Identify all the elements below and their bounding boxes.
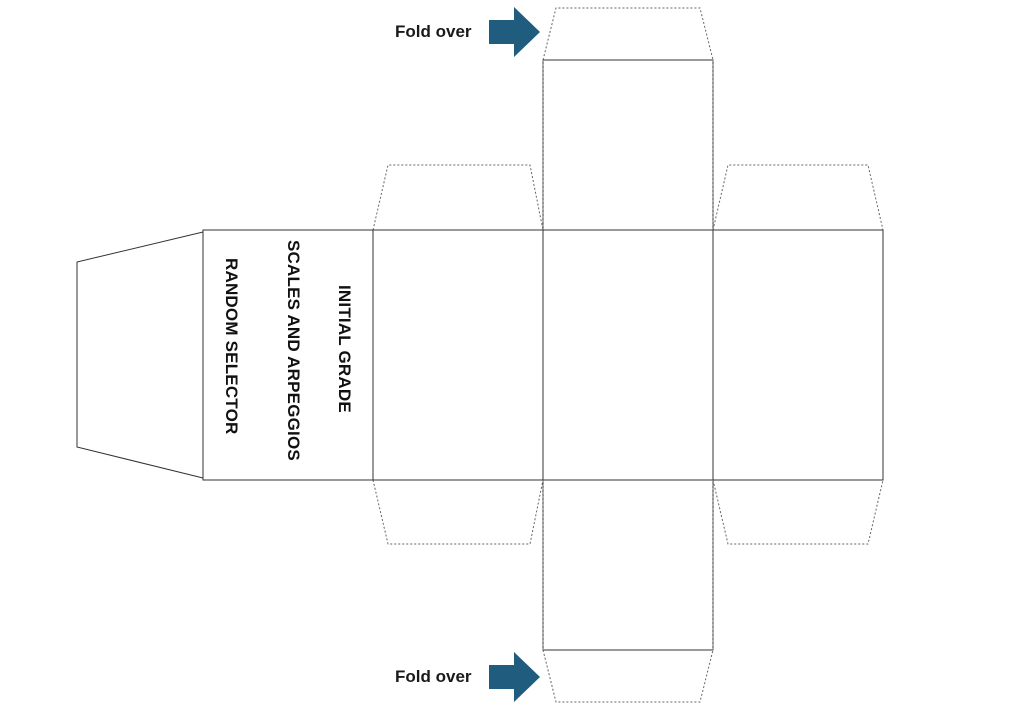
right-panel-bottom-flap xyxy=(712,479,884,545)
right-panel-top-flap xyxy=(712,164,884,231)
title-line-2: SCALES AND ARPEGGIOS xyxy=(284,240,303,461)
left-panel xyxy=(372,229,544,481)
right-arrow-icon xyxy=(489,652,540,702)
left-panel-top-flap xyxy=(372,164,544,231)
right-arrow-icon xyxy=(489,7,540,57)
fold-over-label-top: Fold over xyxy=(395,22,472,41)
title-line-3: RANDOM SELECTOR xyxy=(222,258,241,435)
center-panel xyxy=(542,229,714,481)
top-panel xyxy=(542,59,714,230)
title-line-1: INITIAL GRADE xyxy=(335,285,354,413)
right-panel xyxy=(712,229,884,481)
left-panel-bottom-flap xyxy=(372,479,544,545)
side-glue-flap xyxy=(76,231,204,479)
bottom-fold-flap xyxy=(542,649,714,703)
top-fold-flap xyxy=(542,7,714,61)
fold-over-label-bottom: Fold over xyxy=(395,667,472,686)
bottom-panel xyxy=(542,480,714,651)
